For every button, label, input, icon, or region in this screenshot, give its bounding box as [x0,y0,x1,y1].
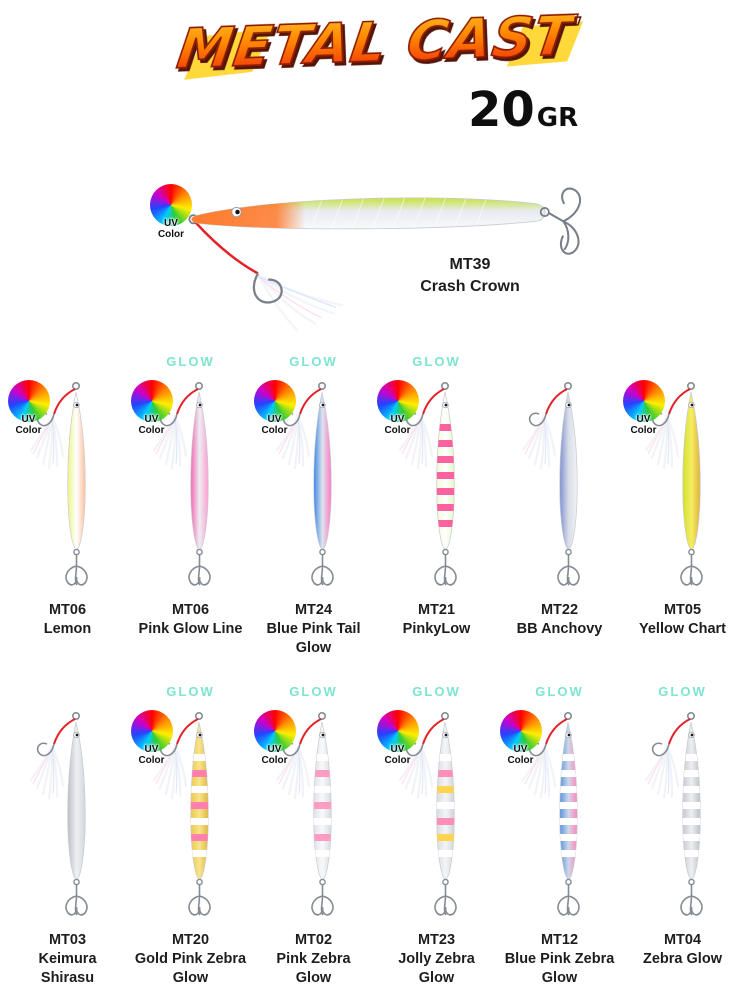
lure-label: MT24 Blue Pink Tail Glow [258,601,370,658]
lure-code: MT03 [48,932,87,948]
lure-label: MT21 PinkyLow [403,601,471,639]
lure-label: MT23 Jolly Zebra Glow [381,931,493,988]
hero-name: Crash Crown [420,277,520,295]
lure-label: MT02 Pink Zebra Glow [258,931,370,988]
hero-code: MT39 [449,256,491,273]
lure-code: MT23 [417,932,456,948]
weight-label: 20 GR [468,86,578,134]
lure-label: MT03 Keimura Shirasu [12,931,124,988]
lure-code: MT02 [294,932,333,948]
glow-badge: GLOW [658,684,707,699]
lure-name: PinkyLow [402,620,471,637]
lure-image [644,382,703,586]
glow-badge: GLOW [289,684,338,699]
lure-code: MT21 [417,602,456,618]
weight-value: 20 [468,82,535,138]
lure-name: Zebra Glow [643,950,722,967]
lure-name: BB Anchovy [516,620,603,637]
lure-code: MT06 [48,602,87,618]
lure-image [275,382,334,586]
lure-code: MT06 [171,602,210,618]
lure-name: Blue Pink Zebra Glow [504,950,615,986]
lure-code: MT05 [663,602,702,618]
lure-label: MT04 Zebra Glow [643,931,722,969]
lure-code: MT22 [540,602,579,618]
lure-image [275,712,334,916]
lure-label: MT06 Pink Glow Line [139,601,243,639]
lure-image [521,712,580,916]
lure-label: MT12 Blue Pink Zebra Glow [504,931,616,988]
brand-title: METAL CAST [172,2,577,81]
lure-code: MT24 [294,602,333,618]
lure-name: Blue Pink Tail Glow [266,620,361,656]
lure-label: MT05 Yellow Chart [639,601,726,639]
lure-name: Pink Zebra Glow [276,950,351,986]
glow-badge: GLOW [289,354,338,369]
lure-image [398,382,457,586]
lure-name: Keimura Shirasu [38,950,97,986]
lure-image [152,382,211,586]
lure-code: MT20 [171,932,210,948]
lure-name: Pink Glow Line [138,620,243,637]
lure-code: MT12 [540,932,579,948]
glow-badge: GLOW [535,684,584,699]
lure-label: MT20 Gold Pink Zebra Glow [135,931,247,988]
weight-unit: GR [536,103,579,133]
lure-label: MT06 Lemon [44,601,92,639]
glow-badge: GLOW [412,354,461,369]
lure-image [521,382,580,586]
glow-badge: GLOW [412,684,461,699]
hero-lure-image [188,187,581,332]
lure-code: MT04 [663,932,702,948]
lure-image [398,712,457,916]
lure-name: Jolly Zebra Glow [398,950,475,986]
lure-image [644,712,703,916]
glow-badge: GLOW [166,684,215,699]
lure-image [29,382,88,586]
glow-badge: GLOW [166,354,215,369]
lure-image [152,712,211,916]
lure-image [29,712,88,916]
lure-name: Lemon [43,620,92,637]
hero-label: MT39 Crash Crown [385,254,555,297]
brand-logo: METAL CAST [0,2,750,102]
lure-name: Gold Pink Zebra Glow [134,950,247,986]
lure-label: MT22 BB Anchovy [517,601,603,639]
lure-name: Yellow Chart [638,620,727,637]
